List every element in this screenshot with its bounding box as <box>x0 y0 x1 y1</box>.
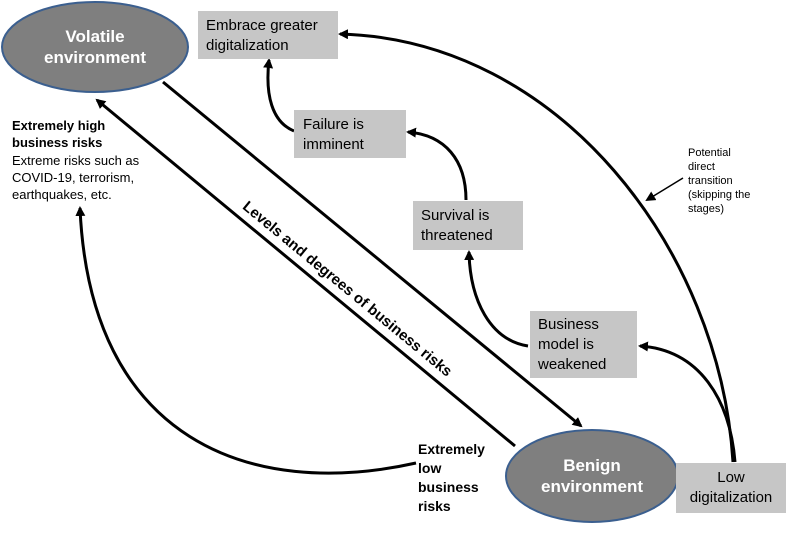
high-risk-title: Extremely high business risks <box>12 118 106 150</box>
arrow-potential-pointer <box>645 177 684 202</box>
high-risk-description: Extreme risks such as COVID-19, terroris… <box>12 153 140 202</box>
arrow-business-model-to-survival <box>464 250 529 348</box>
arrow-benign-to-volatile <box>95 98 516 448</box>
business-model-weakened-box: Business model is weakened <box>530 311 637 378</box>
low-risk-label: Extremely low business risks <box>418 441 485 514</box>
arrow-volatile-to-benign <box>162 80 583 428</box>
potential-transition-note: Potential direct transition (skipping th… <box>688 147 751 215</box>
arrow-low-risk-to-high-risk <box>75 206 417 475</box>
failure-imminent-box: Failure is imminent <box>294 110 406 158</box>
embrace-digitalization-box: Embrace greater digitalization <box>198 11 338 59</box>
benign-environment-label: Benign environment <box>540 456 644 496</box>
volatile-environment-label: Volatile environment <box>43 27 147 67</box>
volatile-environment-ellipse <box>1 1 189 93</box>
low-digitalization-box: Low digitalization <box>676 463 786 513</box>
survival-threatened-box: Survival is threatened <box>413 201 523 250</box>
arrow-survival-to-failure <box>406 127 468 201</box>
arrow-direct-transition <box>338 29 735 463</box>
arrow-failure-to-embrace <box>263 58 295 133</box>
